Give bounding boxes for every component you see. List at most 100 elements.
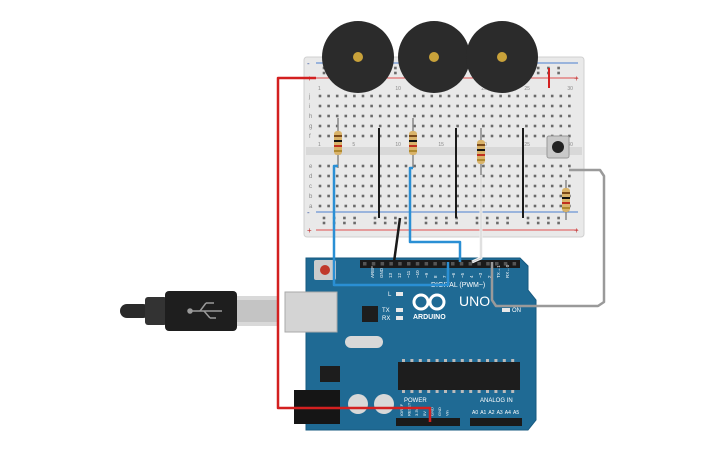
wire-blue-2: [408, 166, 462, 262]
buzzer-3: [466, 21, 538, 93]
wire-white-outline: [471, 175, 482, 263]
microcontroller-chip: [398, 362, 520, 390]
digital-pin-label: ~9: [424, 272, 429, 278]
column-number: 10: [395, 142, 401, 148]
buzzer-2: [398, 21, 470, 93]
digital-pin-label: ~6: [451, 272, 456, 278]
analog-pin-label: A0: [472, 410, 478, 416]
capacitor-1: [348, 394, 368, 414]
digital-pin-label: 2: [487, 275, 492, 278]
column-number: 1: [318, 86, 321, 92]
digital-pin-label: 4: [469, 275, 474, 278]
svg-text:a: a: [309, 204, 313, 210]
power-pin-label: Vin: [445, 410, 450, 416]
analog-header: [470, 418, 522, 426]
power-header: [396, 418, 460, 426]
breadboard-jumpers: [378, 128, 524, 218]
power-pin-label: GND: [437, 407, 442, 416]
crystal: [345, 336, 383, 348]
power-pin-label: 3.3V: [414, 407, 419, 416]
arduino-logo: [412, 293, 446, 311]
led-rx-label: RX: [382, 316, 390, 322]
svg-text:e: e: [309, 164, 313, 170]
digital-pin-label: ~3: [478, 272, 483, 278]
analog-label: ANALOG IN: [480, 398, 513, 404]
svg-text:g: g: [309, 124, 312, 130]
column-number: 10: [395, 86, 401, 92]
digital-pin-label: 8: [433, 275, 438, 278]
svg-text:d: d: [309, 174, 312, 180]
svg-text:b: b: [309, 194, 313, 200]
column-number: 30: [567, 86, 573, 92]
analog-pin-label: A5: [513, 410, 519, 416]
column-number: 5: [352, 142, 355, 148]
led-on: [502, 308, 510, 312]
led-l-label: L: [388, 292, 392, 298]
capacitor-2: [374, 394, 394, 414]
digital-pin-label: AREF: [370, 266, 375, 278]
pushbutton: [546, 135, 570, 159]
svg-text:h: h: [309, 114, 312, 120]
usb-symbol-icon: [187, 302, 222, 319]
buzzer-1: [322, 21, 394, 93]
wire-grey-button: [490, 168, 606, 308]
column-number: 20: [481, 86, 487, 92]
svg-text:+: +: [307, 226, 312, 235]
resistor-4: [562, 180, 570, 220]
digital-pin-label: 7: [442, 275, 447, 278]
resistor-2: [409, 118, 417, 168]
svg-text:-: -: [307, 59, 310, 68]
svg-text:j: j: [308, 94, 310, 100]
wire-red-5v: [276, 76, 432, 422]
column-number: 25: [524, 86, 530, 92]
voltage-regulator: [320, 366, 340, 382]
digital-pin-label: GND: [379, 267, 384, 278]
column-number: 25: [524, 142, 530, 148]
svg-text:-: -: [307, 208, 310, 217]
column-number: 1: [318, 142, 321, 148]
led-tx: [396, 308, 403, 312]
resistor-3: [477, 128, 485, 175]
analog-pin-label: A1: [480, 410, 486, 416]
digital-pin-label: ~11: [406, 270, 411, 278]
led-l: [396, 292, 403, 296]
analog-pin-label: A3: [497, 410, 503, 416]
row-letters: j i h g f e d c b a: [308, 94, 313, 210]
led-tx-label: TX: [382, 308, 390, 314]
digital-pin-label: 13: [388, 272, 393, 278]
column-number: 15: [438, 142, 444, 148]
analog-pin-label: A4: [505, 410, 511, 416]
power-pin-label: IOREF: [399, 403, 404, 416]
wire-black-gnd: [392, 217, 402, 263]
svg-text:i: i: [309, 104, 310, 110]
svg-text:f: f: [309, 134, 311, 140]
usb-chip: [362, 306, 378, 322]
wire-blue-1: [332, 164, 450, 287]
svg-text:+: +: [574, 74, 579, 83]
power-label: POWER: [404, 398, 427, 404]
digital-label: DIGITAL (PWM~): [431, 282, 485, 289]
usb-cable: [120, 291, 277, 331]
digital-header: [360, 260, 520, 268]
digital-pin-label: TX→1: [496, 265, 501, 278]
led-on-label: ON: [512, 308, 521, 314]
arduino-board: L TX RX ON ARDUINO UNO DIGITAL (PWM~) PO…: [284, 257, 537, 431]
digital-pin-label: RX←0: [505, 264, 510, 278]
digital-pin-label: ~10: [415, 270, 420, 278]
center-channel: [306, 147, 582, 155]
digital-pin-label: ~5: [460, 272, 465, 278]
svg-text:c: c: [309, 184, 312, 190]
brand-label: ARDUINO: [413, 314, 446, 321]
resistor-1: [334, 118, 342, 168]
svg-text:+: +: [574, 226, 579, 235]
model-label: UNO: [459, 293, 490, 309]
analog-pin-label: A2: [488, 410, 494, 416]
digital-pin-label: 12: [397, 272, 402, 278]
breadboard: 115510101515202025253030 j i h g f e d c…: [303, 56, 585, 238]
led-rx: [396, 316, 403, 320]
power-pin-label: 5V: [422, 411, 427, 416]
column-number: 30: [567, 142, 573, 148]
power-pin-label: GND: [429, 407, 434, 416]
usb-jack: [284, 291, 338, 333]
